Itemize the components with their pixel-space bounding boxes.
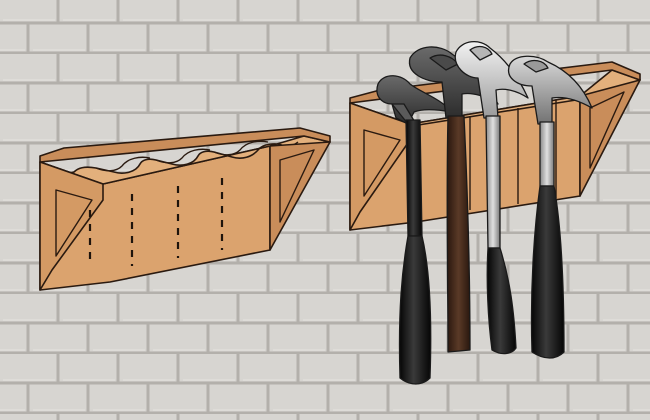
hammer-2-handle	[446, 115, 471, 353]
hammer-1-shaft	[405, 119, 423, 237]
hammer-1	[376, 75, 453, 385]
hammer-4	[507, 55, 593, 359]
hammer-4-shaft	[539, 121, 555, 187]
hammer-4-grip	[530, 185, 565, 359]
loaded-rack-right-bracket	[579, 79, 641, 197]
hammer-3-head	[454, 41, 529, 119]
hammer-3-grip	[486, 247, 517, 355]
empty-rack-joinery-marks	[88, 178, 224, 266]
hammer-2-head	[408, 46, 499, 119]
hammers	[376, 41, 593, 385]
hammer-3	[454, 41, 529, 355]
hammer-1-grip	[398, 235, 432, 385]
hammer-4-head	[507, 55, 593, 125]
empty-rack-right-bracket	[269, 141, 331, 251]
hammer-2	[408, 46, 499, 353]
hammer-3-shaft	[485, 115, 501, 249]
empty-rack	[39, 127, 331, 291]
